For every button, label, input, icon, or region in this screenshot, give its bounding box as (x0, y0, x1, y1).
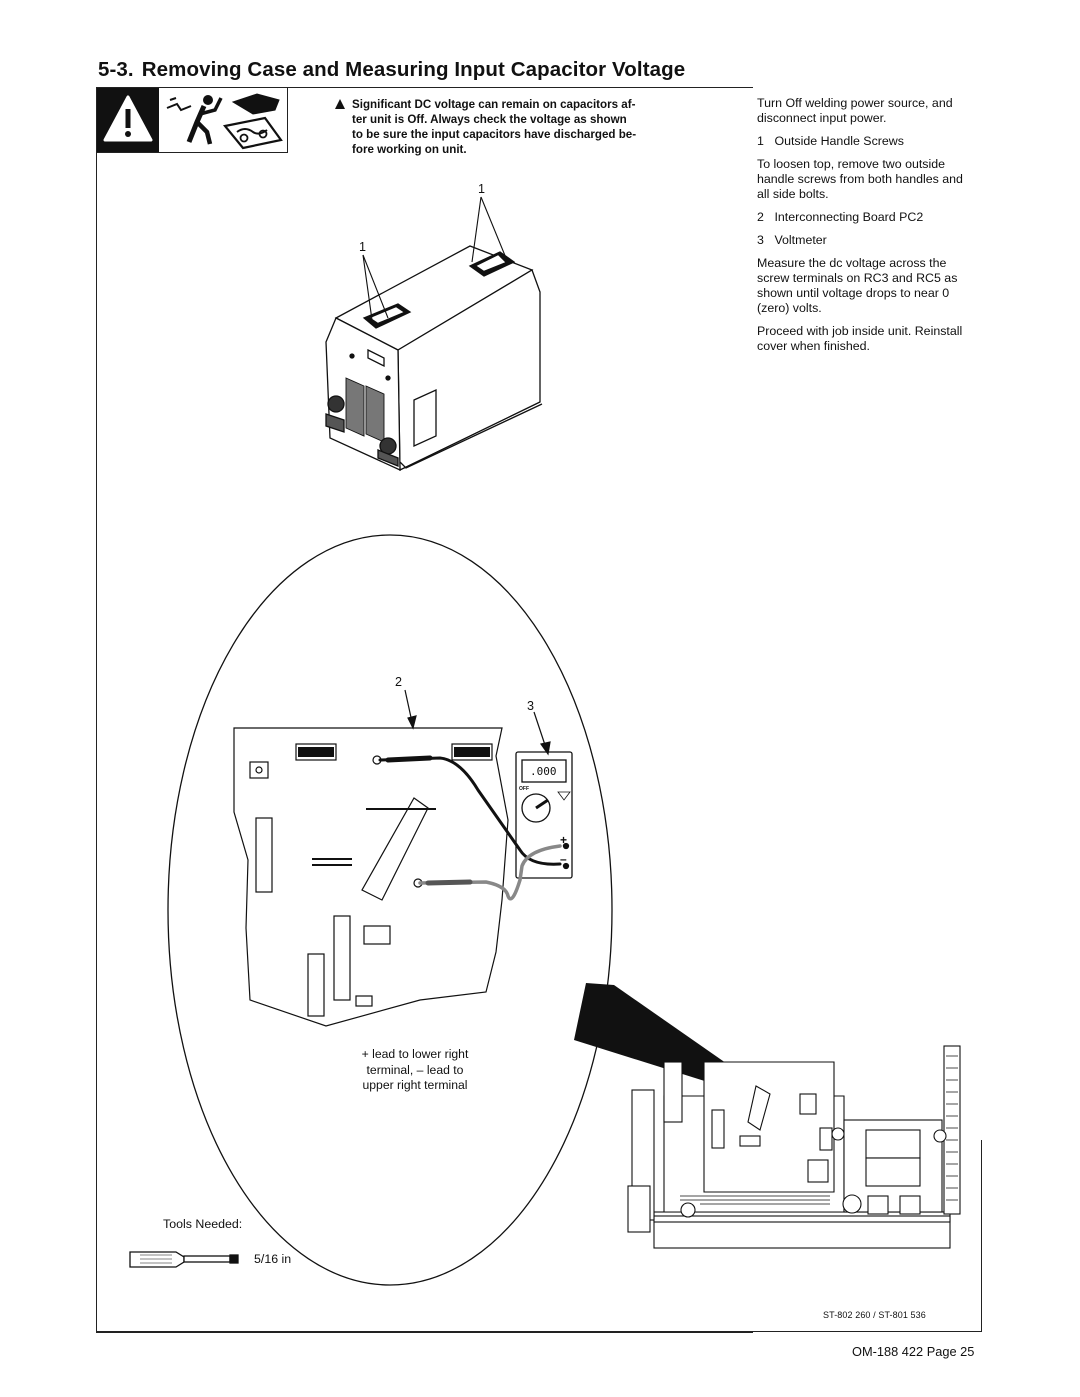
right-rule (981, 1140, 982, 1332)
front-vent-grille (345, 377, 385, 443)
proceed-text: Proceed with job inside unit. Reinstall … (757, 324, 963, 353)
interior-fins (680, 1055, 958, 1205)
power-source-illustration (325, 245, 543, 472)
step-number: 2 (757, 210, 764, 224)
hazard-symbols (96, 87, 288, 153)
step-item: 1 Outside Handle Screws (757, 134, 975, 149)
screw-callout-lines (362, 196, 507, 321)
tools-needed-label: Tools Needed: (163, 1217, 243, 1231)
meter-minus-terminal: – (560, 852, 567, 866)
loosen-text: To loosen top, remove two outside handle… (757, 157, 963, 201)
warning-line: to be sure the input capacitors have dis… (352, 128, 637, 141)
warning-line: ter unit is Off. Always check the voltag… (352, 113, 627, 126)
lead-note-line: upper right terminal (362, 1078, 468, 1092)
section-title: Removing Case and Measuring Input Capaci… (141, 58, 686, 81)
instructions-column: Turn Off welding power source, and disco… (757, 96, 975, 362)
callout-2: 2 (395, 675, 403, 689)
step-number: 1 (757, 134, 764, 148)
warning-bullet-icon (335, 99, 345, 109)
step-item: 3 Voltmeter (757, 233, 975, 248)
step-label: Voltmeter (774, 233, 827, 247)
step-label: Interconnecting Board PC2 (774, 210, 924, 224)
unit-interior-view (627, 1045, 961, 1249)
tool-size: 5/16 in (254, 1252, 292, 1266)
board-pin-rows (298, 747, 490, 866)
bottom-rule (96, 1331, 981, 1332)
magnified-view-oval (167, 534, 613, 1286)
rear-handle (468, 251, 516, 277)
callout-1-front: 1 (359, 240, 367, 254)
step-item: 2 Interconnecting Board PC2 (757, 210, 975, 225)
test-leads (378, 755, 562, 901)
step-number: 3 (757, 233, 764, 247)
section-heading: 5-3. Removing Case and Measuring Input Ca… (98, 58, 685, 82)
measure-text: Measure the dc voltage across the screw … (757, 256, 958, 315)
board-callouts (404, 689, 551, 756)
warning-line: Significant DC voltage can remain on cap… (352, 98, 636, 111)
step-label: Outside Handle Screws (774, 134, 904, 148)
capacitor-warning: Significant DC voltage can remain on cap… (335, 97, 722, 157)
electric-shock-icon (166, 95, 223, 145)
meter-plus-terminal: + (560, 833, 568, 847)
callout-1-rear: 1 (478, 182, 486, 196)
capacitor-hazard-icon (222, 93, 283, 150)
lead-connection-note: + lead to lower right terminal, – lead t… (330, 1047, 500, 1094)
page-footer: OM-188 422 Page 25 (852, 1344, 975, 1359)
lead-note-line: + lead to lower right (361, 1047, 469, 1061)
callout-3: 3 (527, 699, 535, 713)
warning-line: fore working on unit. (352, 143, 467, 156)
interconnecting-board (233, 727, 509, 1027)
meter-off-label: OFF (519, 786, 529, 792)
meter-display: .000 (530, 765, 557, 778)
lead-note-line: terminal, – lead to (366, 1062, 464, 1077)
intro-text: Turn Off welding power source, and disco… (757, 96, 953, 125)
screwdriver-icon (129, 1251, 239, 1268)
figure-reference: ST-802 260 / ST-801 536 (823, 1310, 926, 1320)
hazard-icons (103, 93, 283, 150)
warning-triangle-icon (103, 95, 153, 142)
section-number: 5-3. (98, 58, 134, 81)
content-frame (96, 87, 753, 1333)
